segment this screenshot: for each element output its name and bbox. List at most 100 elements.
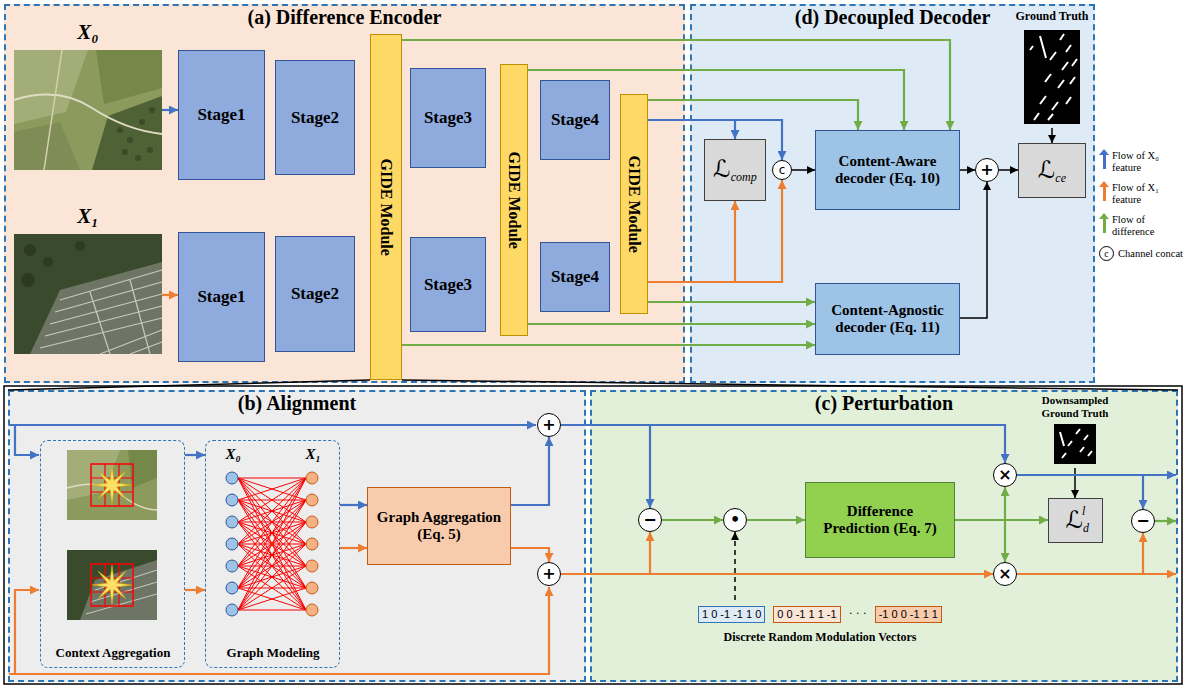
node-label: X₁ <box>305 446 320 463</box>
loss-box: ℒdl <box>1048 498 1103 543</box>
connector <box>340 504 367 506</box>
loss-box: ℒcomp <box>704 139 766 201</box>
legend: Flow of X₀ featureFlow of X₁ featureFlow… <box>1099 150 1183 270</box>
connector <box>162 294 178 296</box>
legend-text: Channel concat <box>1118 248 1183 260</box>
connector <box>648 301 815 303</box>
connector <box>960 169 975 171</box>
node-label: comp <box>731 171 757 185</box>
node-label: X₀ <box>225 446 240 463</box>
decoder-box: Content-Aware decoder (Eq. 10) <box>815 130 960 210</box>
multiply-circle: × <box>993 463 1017 487</box>
node-label: -1 0 0 -1 1 1 <box>875 606 942 623</box>
context-image-bottom <box>67 550 157 620</box>
node-label: + <box>980 162 993 178</box>
minus-circle: − <box>638 508 662 532</box>
satellite-image-x0 <box>14 50 162 170</box>
alignment-panel: (b) AlignmentContext Aggregation X₀ X₁ Grap… <box>8 390 586 682</box>
node-label: 0 0 -1 1 1 -1 <box>773 606 840 623</box>
node-label: Difference Prediction (Eq. 7) <box>812 503 948 538</box>
node-label: • <box>730 512 740 528</box>
connector <box>1074 468 1076 498</box>
node-label: ℒ <box>713 156 730 184</box>
node-label: Stage2 <box>291 108 339 128</box>
stage-block: Stage2 <box>275 236 355 352</box>
sum-circle: + <box>975 158 999 182</box>
node-label: Stage1 <box>197 105 245 125</box>
node-label: Content-Aware decoder (Eq. 10) <box>822 153 953 188</box>
stage-block: Stage4 <box>540 242 610 312</box>
loss-box: ℒce <box>1018 143 1086 198</box>
context-image-top <box>67 450 157 520</box>
graph-aggregation: Graph Aggregation (Eq. 5) <box>367 487 511 565</box>
stage-block: Stage3 <box>410 68 486 168</box>
stage-block: Stage2 <box>275 60 355 175</box>
node-label: (d) Decoupled Decoder <box>795 6 991 29</box>
multiply-circle: × <box>993 562 1017 586</box>
node-label: + <box>542 417 555 433</box>
connector <box>662 519 723 521</box>
node-label: ℒ <box>1038 157 1055 185</box>
stage-block: Stage1 <box>178 50 265 180</box>
legend-row: c Channel concat <box>1099 246 1183 261</box>
node-label: Stage3 <box>424 275 472 295</box>
node-label: Discrete Random Modulation Vectors <box>660 631 980 645</box>
node-label: Graph Aggregation (Eq. 5) <box>372 509 506 544</box>
node-label: (a) Difference Encoder <box>247 6 441 29</box>
connector <box>402 344 815 346</box>
node-label: × <box>998 467 1011 483</box>
connector <box>185 589 205 591</box>
connector <box>1051 128 1053 143</box>
decoder-box: Content-Agnostic decoder (Eq. 11) <box>815 283 960 355</box>
node-label: (c) Perturbation <box>815 392 953 415</box>
connector <box>340 547 367 549</box>
concat-symbol: c <box>1099 246 1114 261</box>
legend-row: Flow of difference <box>1099 214 1183 237</box>
node-label: GIDE Module <box>505 151 523 248</box>
legend-text: Flow of X₀ feature <box>1112 150 1183 173</box>
node-label: + <box>542 566 555 582</box>
node-label: d <box>1083 522 1089 536</box>
node-label: Ground Truth <box>1015 10 1088 24</box>
downsampled-mask <box>1054 424 1096 464</box>
minus-circle: − <box>1131 509 1155 533</box>
node-label: Stage4 <box>551 110 599 130</box>
node-label: ce <box>1055 172 1066 186</box>
legend-text: Flow of difference <box>1112 214 1183 237</box>
difference-prediction: Difference Prediction (Eq. 7) <box>805 482 955 558</box>
connector <box>162 109 178 111</box>
node-label: c <box>779 164 786 176</box>
legend-row: Flow of X₀ feature <box>1099 150 1183 173</box>
node-label: X₁ <box>77 204 98 228</box>
node-label: Downsampled Ground Truth <box>1024 394 1126 419</box>
node-label: Graph Modeling <box>227 646 320 661</box>
connector <box>528 323 815 325</box>
node-label: Stage4 <box>551 267 599 287</box>
ground-truth-mask <box>1024 30 1080 124</box>
stage-block: Stage4 <box>540 80 610 160</box>
hadamard-circle: • <box>723 508 747 532</box>
connector <box>747 519 805 521</box>
legend-arrow <box>1103 186 1106 201</box>
concat-circle: c <box>772 160 792 180</box>
node-label: − <box>1136 513 1149 529</box>
connector <box>792 169 815 171</box>
node-label: × <box>998 566 1011 582</box>
node-label: Context Aggregation <box>56 646 171 661</box>
gide-module: GIDE Module <box>370 34 402 380</box>
node-label: GIDE Module <box>377 158 395 255</box>
legend-arrow <box>1103 154 1106 169</box>
stage-block: Stage1 <box>178 232 265 362</box>
gide-module: GIDE Module <box>620 94 648 314</box>
legend-arrow <box>1103 218 1106 233</box>
node-label: Content-Agnostic decoder (Eq. 11) <box>822 302 953 337</box>
node-label: (b) Alignment <box>238 392 356 415</box>
modulation-vectors: 1 0 -1 -1 1 0 0 0 -1 1 1 -1 · · · -1 0 0 -1… <box>660 600 980 676</box>
node-label: · · · <box>849 607 867 621</box>
stage-block: Stage3 <box>410 237 486 332</box>
connector <box>185 454 205 456</box>
symbol-letter: c <box>1104 249 1108 259</box>
satellite-image-x1 <box>14 234 162 354</box>
node-label: 1 0 -1 -1 1 0 <box>698 606 765 623</box>
